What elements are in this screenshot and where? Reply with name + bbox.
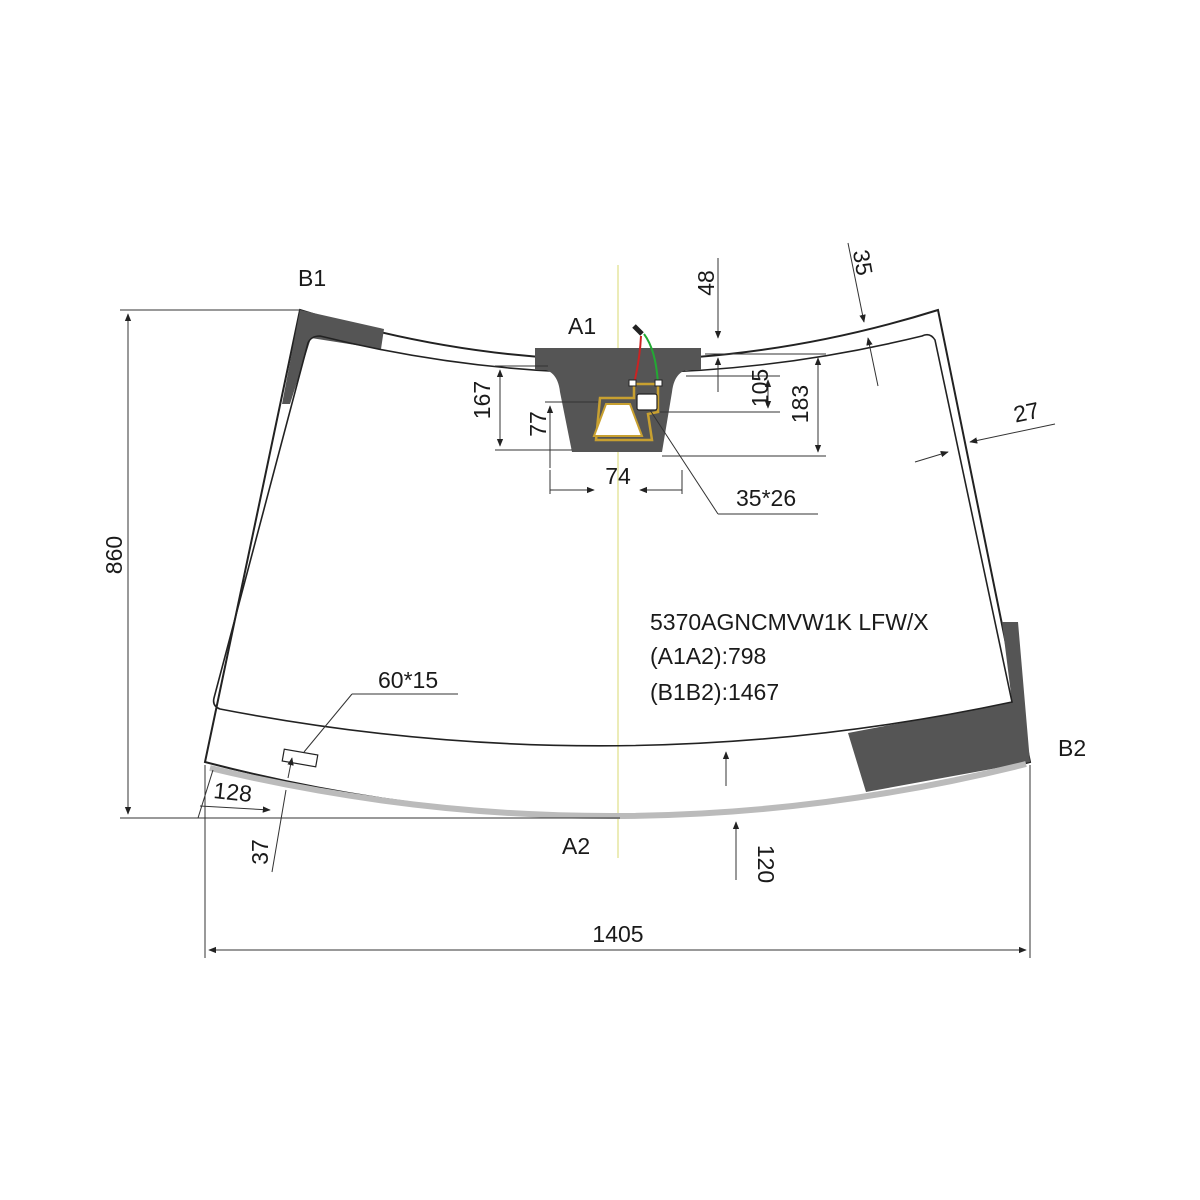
b1b2-measure: (B1B2):1467 — [650, 679, 779, 705]
point-label-a1: A1 — [568, 313, 596, 339]
dim-border-corner: 35 — [847, 242, 879, 387]
dim-border-side: 27 — [914, 397, 1056, 463]
sensor-window-label: 35*26 — [736, 485, 796, 511]
vin-window — [281, 748, 319, 768]
dim-overall-width-label: 1405 — [592, 921, 643, 947]
connector — [632, 324, 644, 336]
point-label-b1: B1 — [298, 265, 326, 291]
dim-border-bottom: 120 — [722, 751, 779, 883]
rain-sensor-window — [636, 393, 658, 411]
part-code: 5370AGNCMVW1K LFW/X — [650, 609, 929, 635]
wire-terminal-right — [654, 379, 663, 387]
frit-corner-bottom-right — [848, 622, 1030, 792]
dim-overall-height-label: 860 — [101, 536, 127, 574]
dim-frit-74-label: 74 — [605, 463, 631, 489]
wire-terminal-left — [628, 379, 637, 387]
dim-frit-167-label: 167 — [469, 381, 495, 419]
frit-corner-top-left — [282, 310, 384, 404]
camera-window — [592, 403, 644, 437]
dim-frit-167: 167 — [469, 365, 572, 451]
heater-outline — [594, 382, 660, 442]
dim-offset-128-label: 128 — [212, 777, 253, 807]
dim-border-top: 48 — [693, 258, 722, 392]
leader-sensor-window: 35*26 — [649, 409, 818, 515]
dim-overall-height: 860 — [101, 309, 620, 819]
dim-offset-37: 37 — [247, 757, 294, 873]
bottom-band — [209, 761, 1027, 820]
dim-overall-width: 1405 — [204, 765, 1031, 958]
dim-frit-105: 105 — [660, 369, 780, 413]
dim-frit-105-label: 105 — [747, 369, 773, 407]
dim-frit-77: 77 — [525, 401, 598, 468]
dim-frit-183: 183 — [662, 353, 826, 457]
dim-border-bottom-label: 120 — [753, 845, 779, 883]
a1a2-measure: (A1A2):798 — [650, 643, 766, 669]
point-label-a2: A2 — [562, 833, 590, 859]
leader-vin-window: 60*15 — [303, 667, 458, 753]
vin-window-label: 60*15 — [378, 667, 438, 693]
dim-offset-37-label: 37 — [247, 839, 273, 865]
sensor-frit-block — [535, 348, 701, 452]
wire-green — [643, 333, 659, 385]
dim-frit-183-label: 183 — [787, 385, 813, 423]
dim-frit-74: 74 — [549, 463, 683, 494]
dim-border-corner-label: 35 — [848, 248, 878, 278]
dim-frit-77-label: 77 — [525, 411, 551, 437]
dim-offset-128: 128 — [197, 769, 271, 819]
dim-border-side-label: 27 — [1011, 397, 1041, 428]
dim-border-top-label: 48 — [693, 270, 719, 296]
point-label-b2: B2 — [1058, 735, 1086, 761]
